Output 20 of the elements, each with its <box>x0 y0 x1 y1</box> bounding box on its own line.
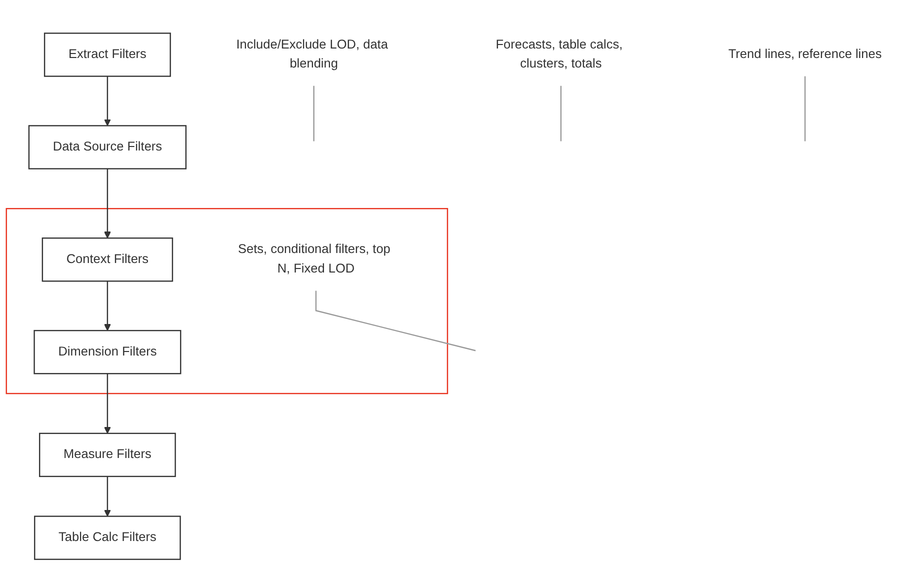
node-box: Data Source Filters <box>28 125 187 170</box>
connector <box>804 76 806 142</box>
connector <box>560 86 562 142</box>
node-text: Forecasts, table calcs, clusters, totals <box>496 38 623 71</box>
connector <box>315 290 476 352</box>
node-box: Measure Filters <box>39 432 176 478</box>
connector <box>313 86 314 142</box>
node-box: Table Calc Filters <box>34 516 181 560</box>
arrow <box>104 476 111 517</box>
arrow <box>104 281 111 331</box>
arrow <box>104 76 111 126</box>
arrow <box>104 374 111 434</box>
node-text: Include/Exclude LOD, data blending <box>236 38 388 71</box>
node-text: Sets, conditional filters, top N, Fixed LOD <box>238 242 390 276</box>
node-box: Extract Filters <box>44 32 171 77</box>
cluster <box>6 208 448 394</box>
node-box: Context Filters <box>42 238 174 282</box>
arrow <box>104 168 111 238</box>
node-text: Trend lines, reference lines <box>728 48 882 62</box>
node-box: Dimension Filters <box>34 330 182 374</box>
